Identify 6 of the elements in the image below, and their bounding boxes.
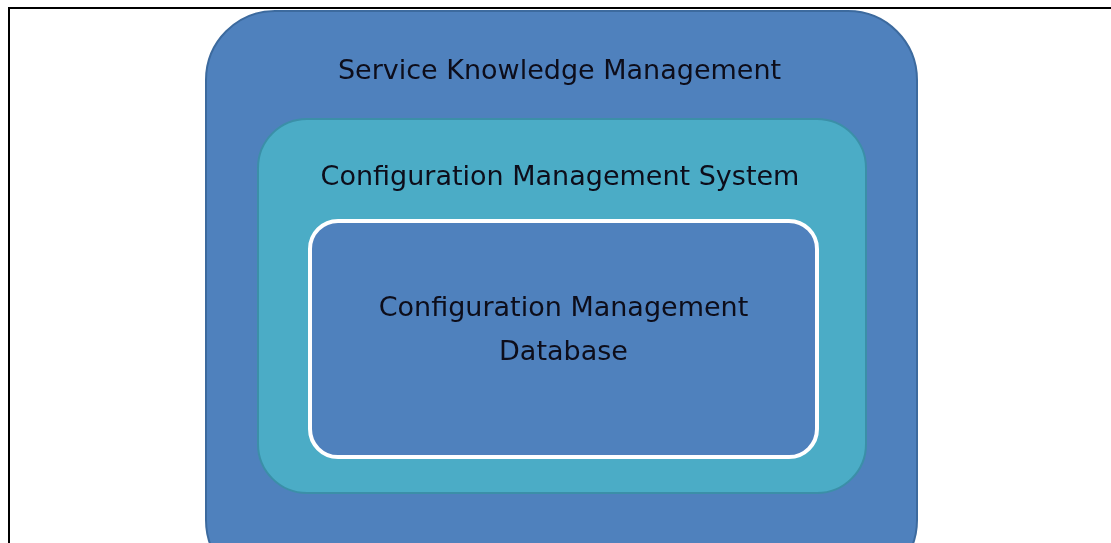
rounded-box xyxy=(205,10,918,543)
box-label: Service Knowledge Management xyxy=(336,53,783,87)
box-label: Configuration Management System xyxy=(319,159,801,193)
box-label: Configuration Management Database xyxy=(377,290,750,368)
rounded-box xyxy=(257,118,867,494)
rounded-box xyxy=(308,219,819,459)
